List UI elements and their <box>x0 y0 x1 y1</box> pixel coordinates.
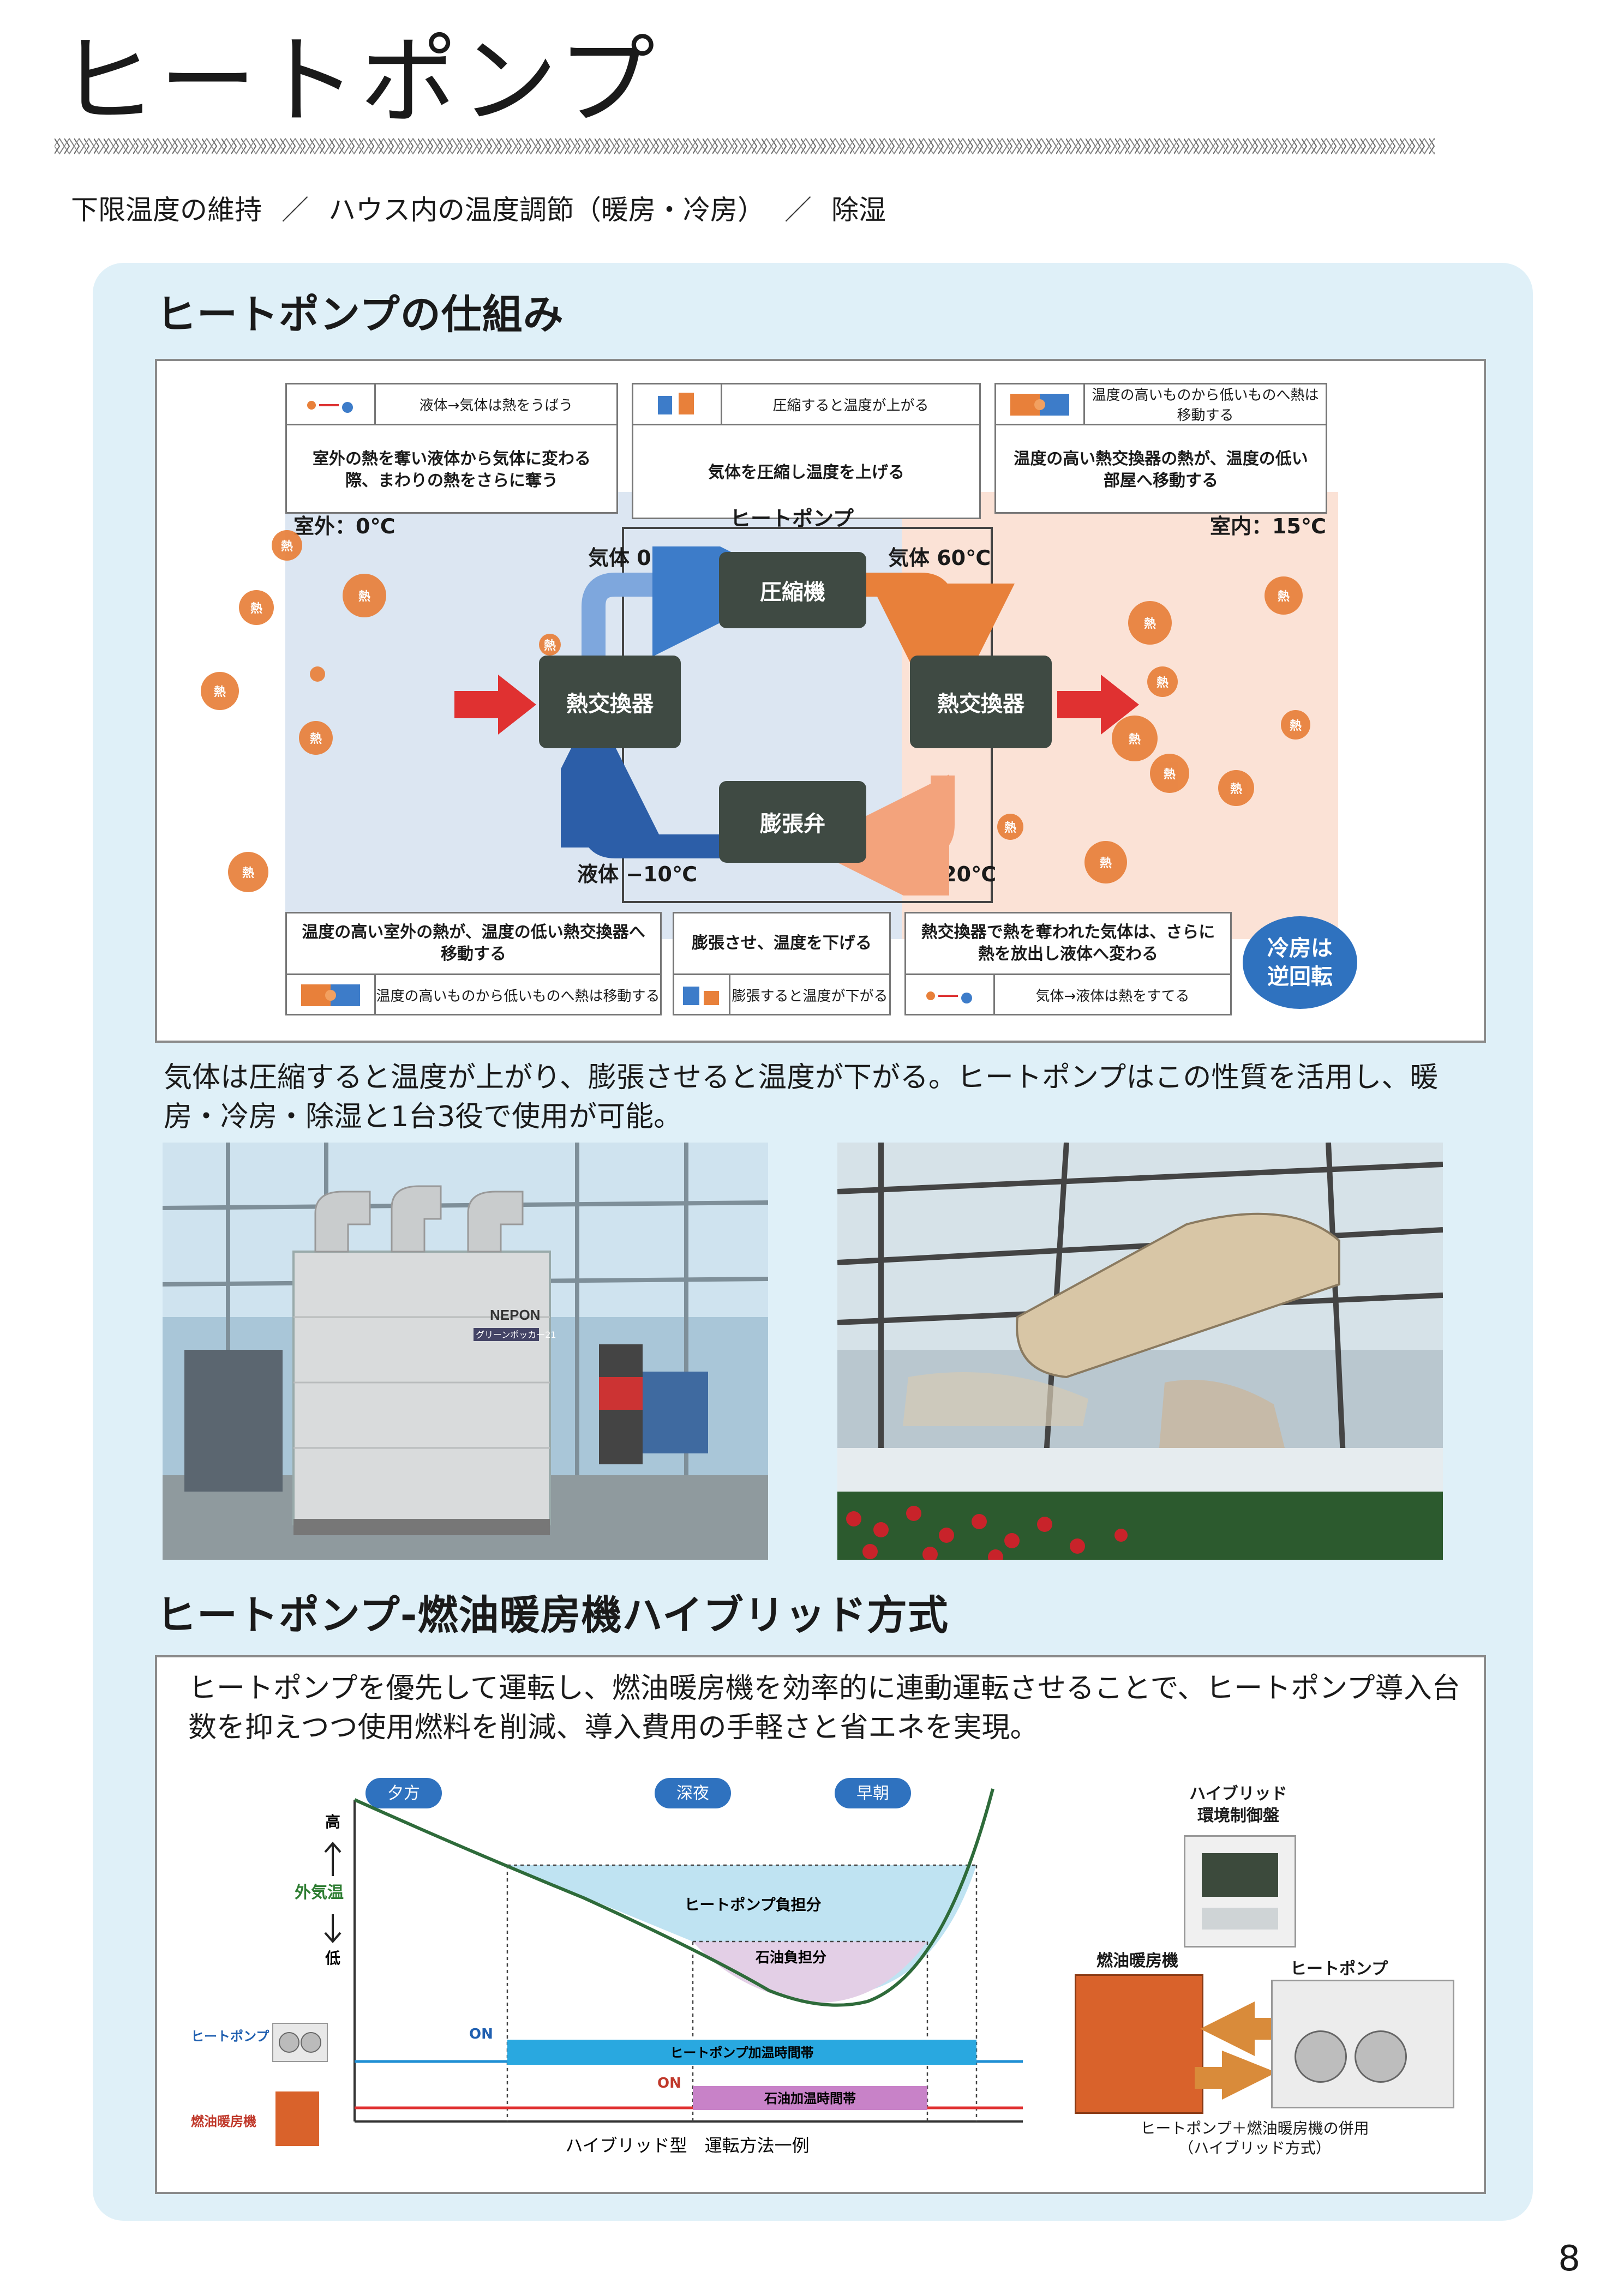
info-box-condense: 熱交換器で熱を奪われた気体は、さらに熱を放出し液体へ変わる 気体→液体は熱をすて… <box>904 912 1232 1015</box>
ceiling-heatpump-photo <box>837 1143 1443 1560</box>
photo-plate-text: グリーンポッカー21 <box>476 1330 556 1340</box>
heat-transfer-icon <box>287 975 376 1014</box>
control-panel-icon <box>1184 1835 1296 1948</box>
area-oil-load <box>693 1942 927 2003</box>
heat-particle: 熱 <box>201 672 239 710</box>
expansion-valve-node: 膨張弁 <box>719 781 866 863</box>
heat-particle: 熱 <box>343 574 386 617</box>
heat-particle: 熱 <box>1281 710 1310 740</box>
oil-bar-label: 石油加温時間帯 <box>764 2091 856 2106</box>
compress-icon <box>633 384 722 424</box>
equipment-caption: ヒートポンプ＋燃油暖房機の併用 （ハイブリッド方式） <box>1140 2119 1369 2157</box>
outdoor-heatpump-icon <box>1271 1980 1454 2108</box>
time-pill-morning <box>835 1778 911 1808</box>
outdoor-temp-curve <box>353 1788 994 2007</box>
refrigerant-cycle-arrows <box>561 546 1015 895</box>
info-box-compress: 圧縮すると温度が上がる 気体を圧縮し温度を上げる <box>632 383 981 519</box>
subtitle-line: 下限温度の維持 ／ ハウス内の温度調節（暖房・冷房） ／ 除湿 <box>71 188 886 227</box>
heat-particle: 熱 <box>1265 576 1303 615</box>
oil-on-bar <box>693 2086 927 2110</box>
heat-particle: 熱 <box>1112 716 1158 761</box>
info-box-expand: 膨張させ、温度を下げる 膨張すると温度が下がる <box>673 912 891 1015</box>
heatpump-on-bar <box>507 2040 976 2065</box>
y-high-label: 高 <box>325 1813 340 1831</box>
title-rule <box>55 136 1435 156</box>
info-box-heat-transfer-bottom: 温度の高い室外の熱が、温度の低い熱交換器へ移動する 温度の高いものから低いものへ… <box>285 912 662 1015</box>
mechanism-caption: 気体は圧縮すると温度が上がり、膨張させると温度が下がる。ヒートポンプはこの性質を… <box>164 1061 1439 1133</box>
heat-particle: 熱 <box>239 590 274 625</box>
control-panel-label: ハイブリッド 環境制御盤 <box>1189 1784 1287 1825</box>
heat-exchanger-right-node: 熱交換器 <box>910 656 1052 748</box>
heat-inflow-arrow-icon <box>454 675 536 735</box>
heat-particle: 熱 <box>1150 754 1189 793</box>
section-heading-mechanism: ヒートポンプの仕組み <box>156 291 564 338</box>
evaporate-icon <box>287 384 376 424</box>
heatpump-on-label: ON <box>469 2026 493 2042</box>
subtitle-separator: ／ <box>281 194 309 226</box>
compressor-node: 圧縮機 <box>719 552 866 628</box>
y-low-label: 低 <box>325 1949 340 1967</box>
heat-particle: 熱 <box>1147 666 1178 697</box>
heatpump-label: ヒートポンプ <box>730 507 854 531</box>
outdoor-temp-label: 室外：0℃ <box>293 514 395 538</box>
time-label-morning: 早朝 <box>856 1784 889 1803</box>
info-box-evaporate: 液体→気体は熱をうばう 室外の熱を奪い液体から気体に変わる際、まわりの熱をさらに… <box>285 383 618 514</box>
heat-particle: 熱 <box>272 530 302 561</box>
state-liquid-minus10c: 液体 −10℃ <box>577 862 697 886</box>
exchange-arrows-icon <box>1195 2002 1282 2100</box>
heatpump-unit-photo: NEPON グリーンポッカー21 <box>163 1143 768 1560</box>
heat-particle: 熱 <box>1084 841 1127 883</box>
oil-heater-label: 燃油暖房機 <box>1096 1951 1178 1970</box>
page-title: ヒートポンプ <box>59 25 658 137</box>
heat-particle: 熱 <box>539 634 561 656</box>
heatpump-diagram: 液体→気体は熱をうばう 室外の熱を奪い液体から気体に変わる際、まわりの熱をさらに… <box>155 359 1486 1043</box>
down-arrow-icon <box>324 1914 341 1944</box>
heat-particle: 熱 <box>1218 770 1254 806</box>
oil-heater-icon <box>1075 1974 1203 2114</box>
heat-exchanger-left-node: 熱交換器 <box>539 656 681 748</box>
heat-particle: 熱 <box>299 721 333 755</box>
hybrid-equipment-illustration: ハイブリッド 環境制御盤 燃油暖房機 ヒートポンプ ヒートポンプ＋燃油暖房機の併… <box>1064 1783 1473 2176</box>
page-number: 8 <box>1558 2239 1580 2279</box>
y-axis-label: 外気温 <box>295 1883 344 1902</box>
oil-heater-thumbnail-icon <box>275 2091 319 2146</box>
time-label-evening: 夕方 <box>387 1784 420 1803</box>
time-pill-midnight <box>655 1778 731 1808</box>
state-gas-60c: 気体 60℃ <box>888 546 991 570</box>
heat-particle-small <box>310 666 325 682</box>
heat-particle: 熱 <box>1128 601 1172 645</box>
section-heading-hybrid: ヒートポンプ-燃油暖房機ハイブリッド方式 <box>156 1592 949 1639</box>
oil-on-label: ON <box>657 2075 681 2091</box>
time-label-midnight: 深夜 <box>676 1784 709 1803</box>
condense-icon <box>906 975 995 1014</box>
area-oil-label: 石油負担分 <box>755 1950 826 1966</box>
row-heatpump-label: ヒートポンプ <box>191 2029 269 2044</box>
area-heatpump-label: ヒートポンプ負担分 <box>684 1896 821 1914</box>
hybrid-description: ヒートポンプを優先して運転し、燃油暖房機を効率的に連動運転させることで、ヒートポ… <box>188 1672 1460 1744</box>
up-arrow-icon <box>324 1841 341 1876</box>
subtitle-item-2: ハウス内の温度調節（暖房・冷房） <box>328 194 765 226</box>
hybrid-operation-chart: 夕方 深夜 早朝 高 外気温 低 ヒートポンプ負担分 石油負担分 ヒートポンプ … <box>191 1778 1023 2156</box>
equipment-heatpump-label: ヒートポンプ <box>1290 1960 1388 1979</box>
row-oil-label: 燃油暖房機 <box>191 2114 256 2129</box>
heat-transfer-icon <box>996 384 1085 424</box>
heat-particle: 熱 <box>228 852 268 892</box>
cooling-reverse-badge: 冷房は 逆回転 <box>1243 916 1357 1009</box>
info-box-heat-transfer-top: 温度の高いものから低いものへ熱は移動する 温度の高い熱交換器の熱が、温度の低い部… <box>994 383 1327 514</box>
time-pill-evening <box>365 1778 442 1808</box>
subtitle-item-1: 下限温度の維持 <box>71 194 262 226</box>
heatpump-bar-label: ヒートポンプ加温時間帯 <box>670 2045 813 2060</box>
expand-icon <box>674 975 730 1014</box>
heat-outflow-arrow-icon <box>1057 675 1139 735</box>
subtitle-item-3: 除湿 <box>831 194 886 226</box>
heat-particle: 熱 <box>997 814 1023 840</box>
subtitle-separator: ／ <box>784 194 812 226</box>
photo-brand-text: NEPON <box>490 1307 540 1323</box>
chart-caption: ハイブリッド型 運転方法一例 <box>565 2135 809 2156</box>
indoor-temp-label: 室内：15℃ <box>1210 514 1326 538</box>
